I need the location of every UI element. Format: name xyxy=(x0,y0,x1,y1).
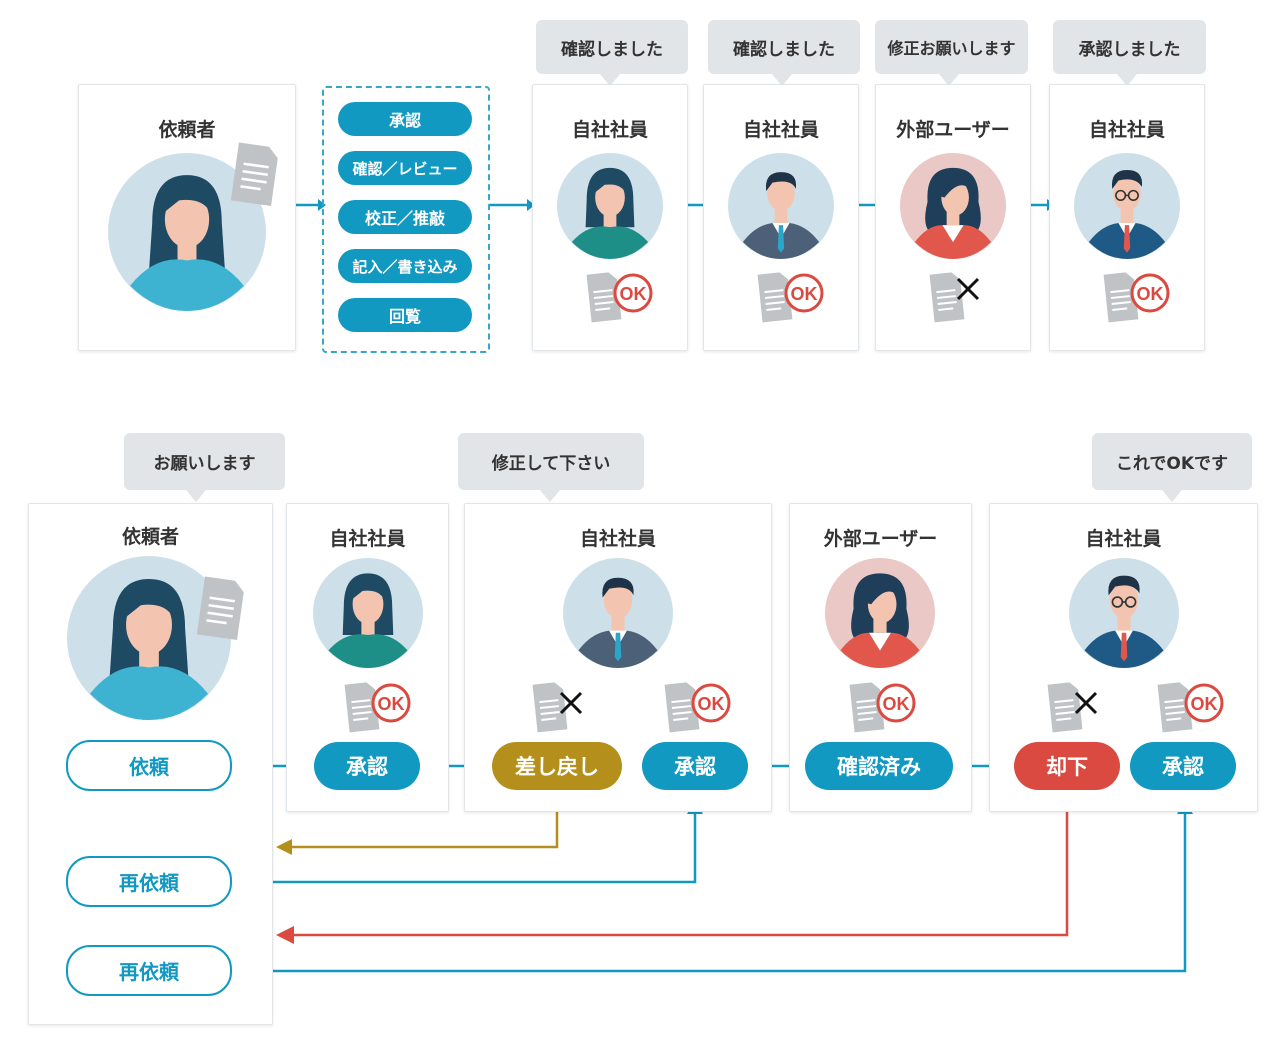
x-mark-icon xyxy=(1047,682,1098,733)
man-suit-avatar xyxy=(728,153,834,259)
ok-stamp-icon: OK xyxy=(586,272,653,323)
x-mark-icon xyxy=(532,682,583,733)
top-requester-card: 依頼者 xyxy=(78,84,296,351)
speech-bubble: お願いします xyxy=(124,433,285,502)
option-proofread[interactable]: 校正／推敲 xyxy=(338,200,472,234)
approve-button[interactable]: 承認 xyxy=(642,742,748,790)
step-title: 自社社員 xyxy=(1088,119,1165,141)
reject-line xyxy=(290,791,1069,937)
bubble-text: これでOKです xyxy=(1115,454,1229,474)
bubble-text: 承認しました xyxy=(1078,39,1181,60)
svg-text:OK: OK xyxy=(883,694,910,714)
speech-bubble: 修正して下さい xyxy=(458,433,644,502)
svg-text:OK: OK xyxy=(620,284,647,304)
ok-stamp-icon: OK xyxy=(1157,682,1224,733)
top-step-card: 自社社員 OK xyxy=(532,84,688,351)
bubble-text: 修正お願いします xyxy=(887,39,1016,58)
man-glasses-avatar xyxy=(1069,558,1179,668)
option-review[interactable]: 確認／レビュー xyxy=(338,151,472,185)
top-step-card: 自社社員 OK xyxy=(703,84,859,351)
ok-stamp-icon: OK xyxy=(1103,272,1170,323)
rerequest-button[interactable]: 再依頼 xyxy=(66,856,232,907)
ok-stamp-icon: OK xyxy=(344,682,411,733)
ok-stamp-icon: OK xyxy=(757,272,824,323)
approve-button[interactable]: 承認 xyxy=(1130,742,1236,790)
bubble-text: 修正して下さい xyxy=(491,454,611,474)
speech-bubble: 承認しました xyxy=(1053,20,1206,86)
requester-woman-avatar xyxy=(108,153,266,311)
bubble-text: 確認しました xyxy=(733,39,835,60)
speech-bubble: 確認しました xyxy=(536,20,688,86)
step-title: 外部ユーザー xyxy=(823,528,938,550)
step-title: 自社社員 xyxy=(571,119,648,141)
step-title: 自社社員 xyxy=(329,528,406,550)
request-type-options: 承認 確認／レビュー 校正／推敲 記入／書き込み 回覧 xyxy=(322,86,490,353)
document-icon xyxy=(230,142,278,206)
svg-text:OK: OK xyxy=(1137,284,1164,304)
confirmed-button[interactable]: 確認済み xyxy=(805,742,953,790)
option-circulate[interactable]: 回覧 xyxy=(338,298,472,332)
woman-teal-avatar xyxy=(557,153,663,259)
ok-stamp-icon: OK xyxy=(849,682,916,733)
top-requester-title: 依頼者 xyxy=(158,119,216,141)
top-step-card: 自社社員 OK xyxy=(1049,84,1205,351)
rerequest-button[interactable]: 再依頼 xyxy=(66,945,232,996)
option-fill-in[interactable]: 記入／書き込み xyxy=(338,249,472,283)
request-button[interactable]: 依頼 xyxy=(66,740,232,791)
man-glasses-avatar xyxy=(1074,153,1180,259)
requester-woman-avatar xyxy=(67,556,231,720)
svg-text:OK: OK xyxy=(791,284,818,304)
step-title: 自社社員 xyxy=(1085,528,1162,550)
bottom-requester-title: 依頼者 xyxy=(121,526,179,548)
man-suit-avatar xyxy=(563,558,673,668)
step-title: 自社社員 xyxy=(579,528,656,550)
document-icon xyxy=(196,576,244,640)
reject-button[interactable]: 却下 xyxy=(1014,742,1120,790)
approve-button[interactable]: 承認 xyxy=(314,742,420,790)
ok-stamp-icon: OK xyxy=(664,682,731,733)
woman-red-avatar xyxy=(825,558,935,668)
svg-text:OK: OK xyxy=(1191,694,1218,714)
option-approve[interactable]: 承認 xyxy=(338,102,472,136)
speech-bubble: 確認しました xyxy=(708,20,860,86)
x-mark-icon xyxy=(929,272,980,323)
speech-bubble: これでOKです xyxy=(1092,433,1252,502)
woman-red-avatar xyxy=(900,153,1006,259)
speech-bubble: 修正お願いします xyxy=(875,20,1028,86)
step-title: 自社社員 xyxy=(742,119,819,141)
bubble-text: お願いします xyxy=(153,454,256,474)
woman-teal-avatar xyxy=(313,558,423,668)
top-step-card: 外部ユーザー xyxy=(875,84,1031,351)
svg-text:OK: OK xyxy=(378,694,405,714)
svg-text:OK: OK xyxy=(698,694,725,714)
bubble-text: 確認しました xyxy=(561,39,663,60)
step-title: 外部ユーザー xyxy=(896,119,1010,141)
send-back-button[interactable]: 差し戻し xyxy=(492,742,622,790)
